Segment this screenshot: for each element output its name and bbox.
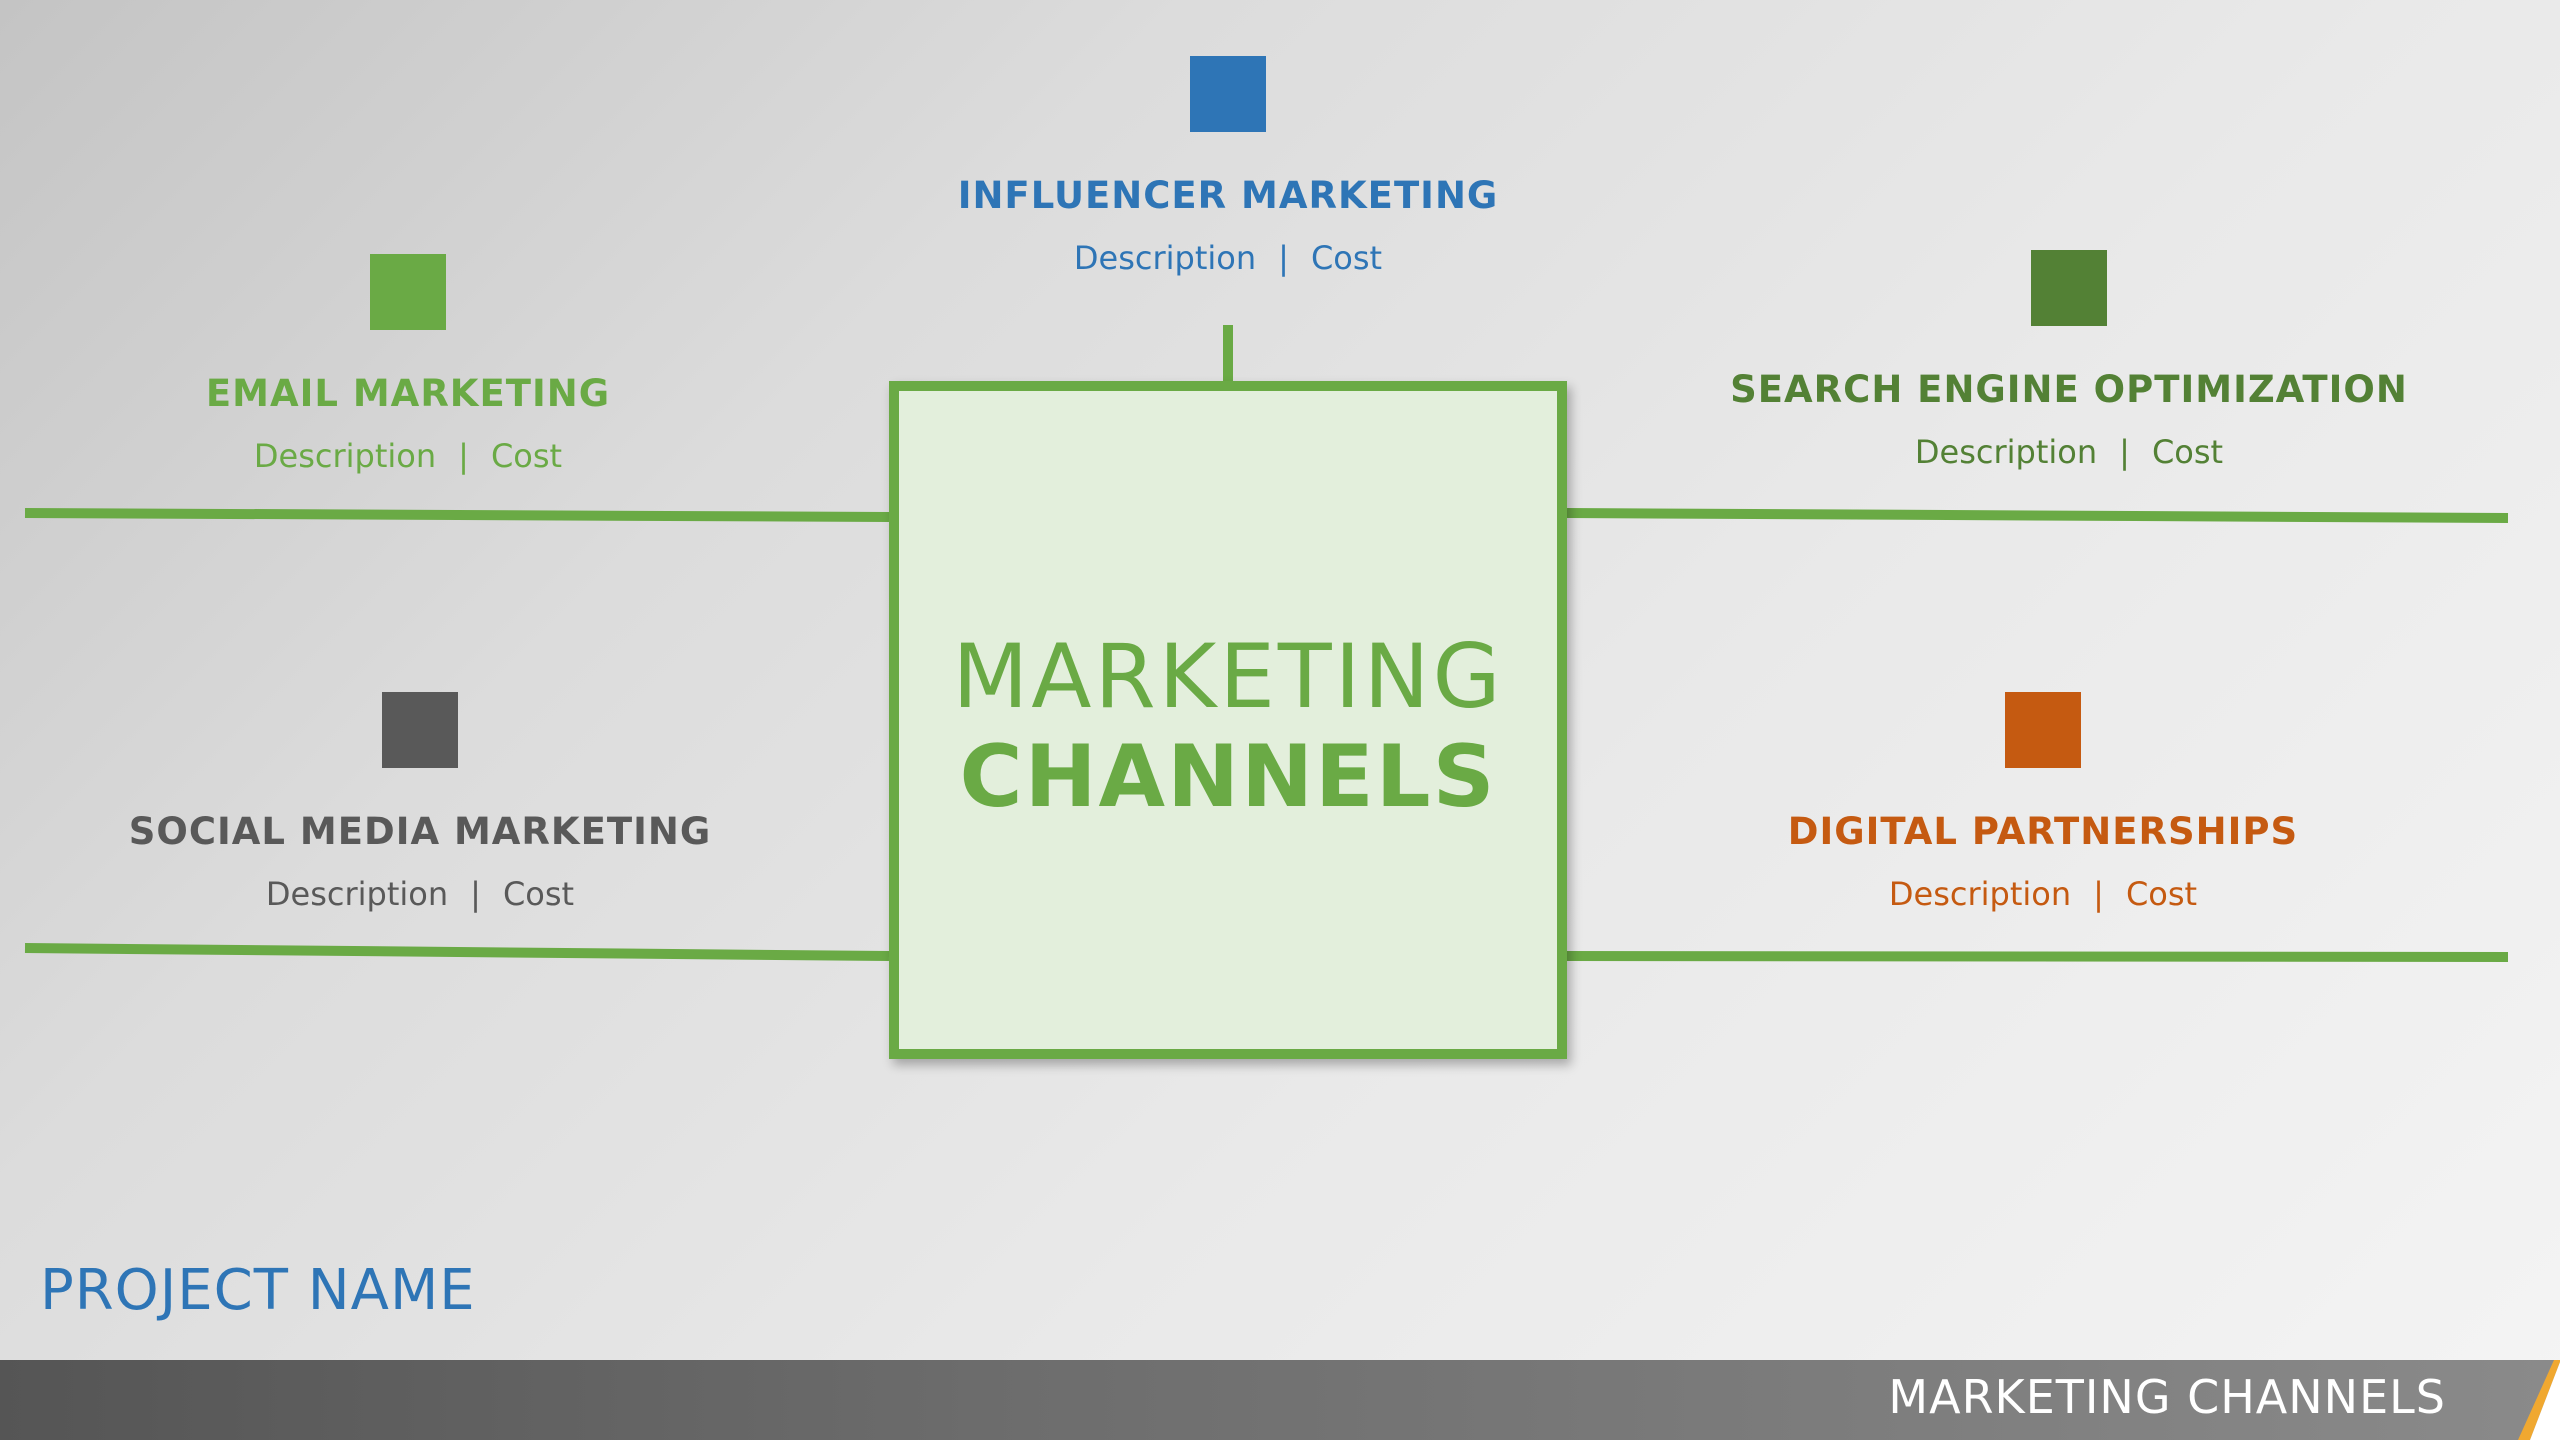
node-title: INFLUENCER MARKETING bbox=[957, 174, 1499, 217]
center-title-line2: CHANNELS bbox=[959, 727, 1497, 827]
node-description-line: Description | Cost bbox=[1743, 875, 2343, 913]
connector-right-upper bbox=[1566, 508, 2509, 523]
node-description-line: Description | Cost bbox=[1719, 433, 2419, 471]
node-search-engine-optimization: SEARCH ENGINE OPTIMIZATION Description | C… bbox=[1719, 250, 2419, 471]
node-cost: Cost bbox=[2151, 433, 2224, 471]
partnerships-square-icon bbox=[2005, 692, 2081, 768]
footer-title: MARKETING CHANNELS bbox=[1888, 1370, 2446, 1424]
node-separator: | bbox=[458, 437, 469, 475]
email-square-icon bbox=[370, 254, 446, 330]
social-square-icon bbox=[382, 692, 458, 768]
connector-left-upper bbox=[24, 508, 890, 522]
node-digital-partnerships: DIGITAL PARTNERSHIPS Description | Cost bbox=[1743, 692, 2343, 913]
seo-square-icon bbox=[2031, 250, 2107, 326]
connector-left-lower bbox=[24, 943, 890, 961]
node-title: SEARCH ENGINE OPTIMIZATION bbox=[1730, 368, 2408, 411]
node-description-line: Description | Cost bbox=[928, 239, 1528, 277]
node-separator: | bbox=[2093, 875, 2104, 913]
node-influencer-marketing: INFLUENCER MARKETING Description | Cost bbox=[928, 56, 1528, 277]
project-name: PROJECT NAME bbox=[40, 1258, 476, 1323]
center-title-line1: MARKETING bbox=[952, 625, 1504, 728]
node-description: Description bbox=[1914, 433, 2098, 471]
node-description: Description bbox=[265, 875, 449, 913]
node-description-line: Description | Cost bbox=[70, 875, 770, 913]
node-social-media-marketing: SOCIAL MEDIA MARKETING Description | Cost bbox=[70, 692, 770, 913]
influencer-square-icon bbox=[1190, 56, 1266, 132]
node-separator: | bbox=[1278, 239, 1289, 277]
node-title: SOCIAL MEDIA MARKETING bbox=[128, 810, 712, 853]
connector-right-lower bbox=[1566, 951, 2509, 962]
node-description-line: Description | Cost bbox=[108, 437, 708, 475]
node-cost: Cost bbox=[2125, 875, 2198, 913]
footer-accent-stripe bbox=[2518, 1360, 2560, 1440]
node-email-marketing: EMAIL MARKETING Description | Cost bbox=[108, 254, 708, 475]
node-description: Description bbox=[1888, 875, 2072, 913]
node-title: EMAIL MARKETING bbox=[205, 372, 611, 415]
center-box: MARKETING CHANNELS bbox=[889, 381, 1567, 1059]
node-separator: | bbox=[470, 875, 481, 913]
node-separator: | bbox=[2119, 433, 2130, 471]
node-cost: Cost bbox=[1310, 239, 1383, 277]
node-description: Description bbox=[1073, 239, 1257, 277]
footer-bar: MARKETING CHANNELS bbox=[0, 1360, 2560, 1440]
node-cost: Cost bbox=[490, 437, 563, 475]
node-description: Description bbox=[253, 437, 437, 475]
node-cost: Cost bbox=[502, 875, 575, 913]
node-title: DIGITAL PARTNERSHIPS bbox=[1787, 810, 2299, 853]
